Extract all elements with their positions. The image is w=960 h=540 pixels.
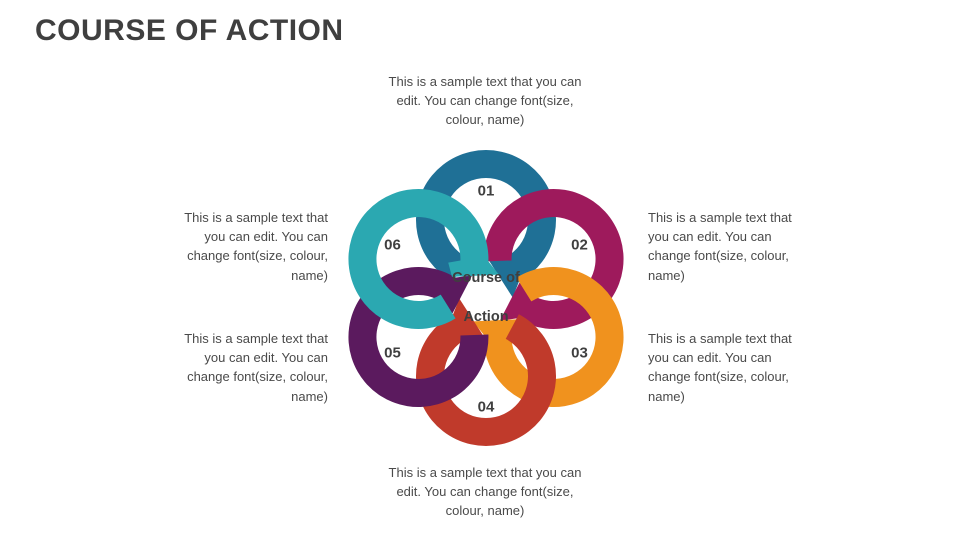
callout-text-06: This is a sample text that you can edit.…: [184, 210, 328, 283]
petal-04[interactable]: [416, 298, 556, 446]
petal-01[interactable]: [416, 150, 556, 298]
petal-layer: [348, 150, 624, 446]
petal-number-06: 06: [384, 237, 401, 254]
callout-text-01: This is a sample text that you can edit.…: [388, 74, 582, 128]
petal-number-02: 02: [571, 237, 588, 254]
callout-text-05: This is a sample text that you can edit.…: [184, 331, 328, 404]
callout-text-04: This is a sample text that you can edit.…: [388, 465, 582, 519]
petal-06[interactable]: [348, 188, 499, 329]
callout-text-03: This is a sample text that you can edit.…: [648, 331, 792, 404]
page-title: COURSE OF ACTION: [35, 14, 344, 47]
course-of-action-diagram: 01 02 03 04 05 06: [306, 118, 666, 478]
petal-number-01: 01: [478, 183, 495, 200]
diagram-svg: 01 02 03 04 05 06: [348, 150, 624, 446]
callout-text-02: This is a sample text that you can edit.…: [648, 210, 792, 283]
petal-number-05: 05: [384, 345, 401, 362]
petal-number-04: 04: [478, 399, 495, 416]
petal-number-03: 03: [571, 345, 588, 362]
petal-number-layer: 01 02 03 04 05 06: [384, 183, 588, 416]
petal-03[interactable]: [473, 267, 624, 408]
